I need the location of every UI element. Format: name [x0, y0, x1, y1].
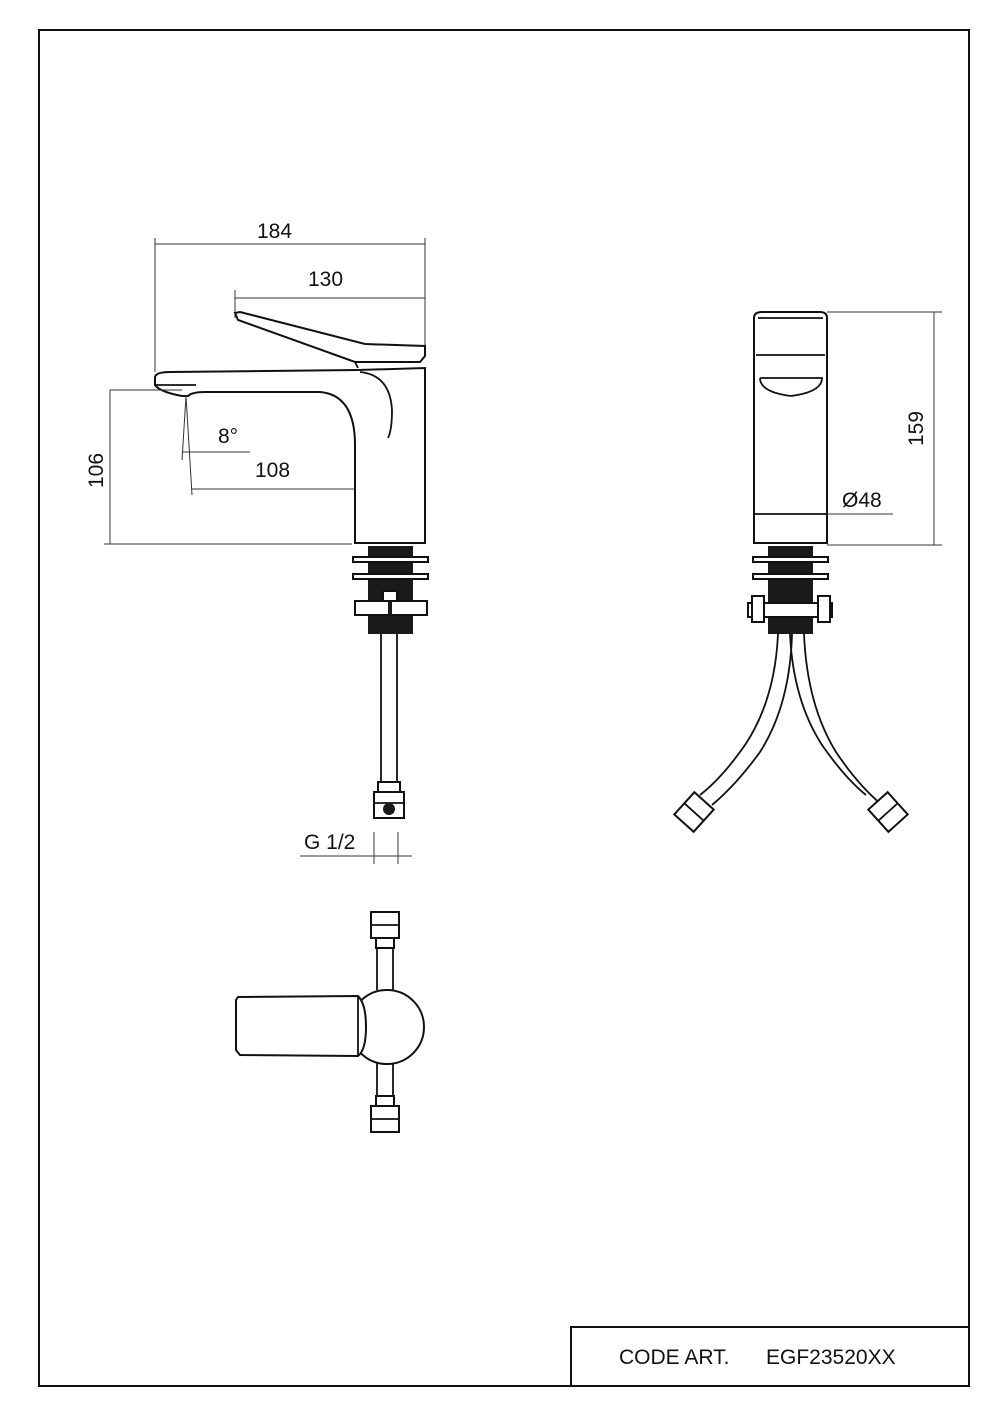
drawing-frame [39, 30, 969, 1386]
side-view: 184 130 8° 108 106 [85, 220, 428, 864]
lever [235, 312, 425, 362]
title-block: CODE ART. EGF23520XX [571, 1327, 969, 1386]
dim-spout-angle: 8° [218, 425, 238, 448]
front-view: 159 Ø48 [674, 312, 942, 832]
code-value: EGF23520XX [766, 1346, 896, 1369]
dim-body-diameter: Ø48 [842, 489, 882, 512]
top-lever [236, 996, 366, 1056]
dim-width-total: 184 [257, 220, 292, 243]
dim-thread: G 1/2 [304, 831, 355, 854]
top-view [236, 912, 424, 1132]
code-label: CODE ART. [619, 1346, 729, 1369]
faucet-body [155, 368, 425, 543]
dim-lever-length: 130 [308, 268, 343, 291]
front-body [754, 312, 827, 543]
dim-spout-reach: 108 [255, 459, 290, 482]
dim-spout-height: 106 [85, 453, 108, 488]
dim-total-height: 159 [905, 411, 928, 446]
